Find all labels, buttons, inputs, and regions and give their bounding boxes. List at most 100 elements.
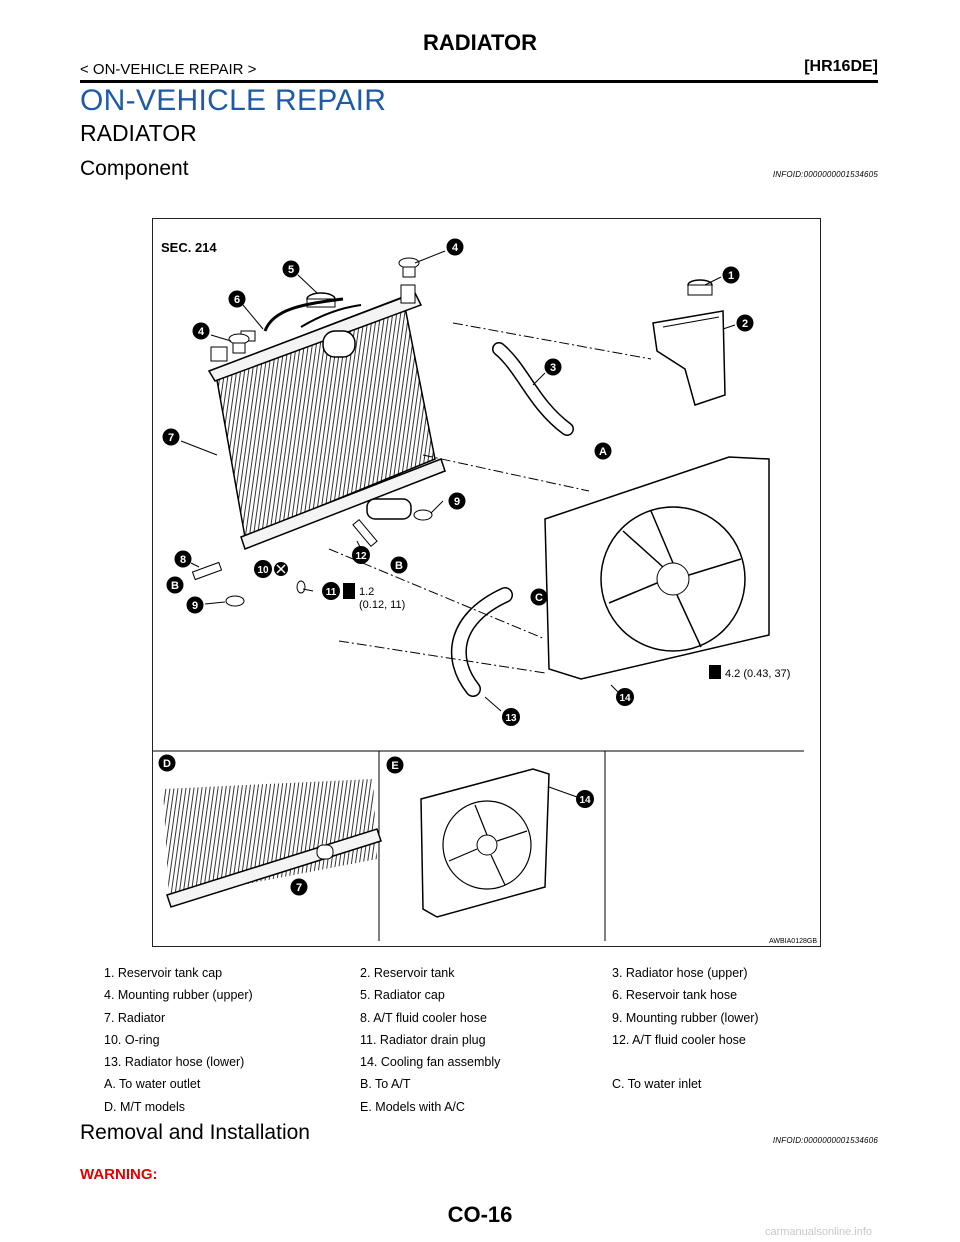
legend-item [612, 1055, 872, 1077]
svg-text:10: 10 [257, 565, 269, 576]
removal-heading: Removal and Installation [80, 1121, 310, 1144]
legend-item: A. To water outlet [104, 1077, 201, 1092]
at-fluid-cooler-hose-12 [352, 518, 378, 548]
callout-8: 8 [174, 550, 192, 568]
svg-text:A: A [599, 446, 607, 458]
callout-3: 3 [544, 358, 562, 376]
callout-13: 13 [502, 708, 520, 726]
reservoir-tank-2 [652, 310, 726, 406]
assembly-leader-lines [328, 322, 652, 674]
callout-5: 5 [282, 260, 300, 278]
callout-9-left: 9 [186, 596, 204, 614]
mounting-rubber-lower-9b [413, 509, 433, 521]
o-ring-10 [274, 562, 288, 576]
legend-row: 1. Reservoir tank cap 2. Reservoir tank … [104, 966, 884, 988]
svg-text:1.2: 1.2 [359, 586, 374, 598]
engine-code: [HR16DE] [804, 58, 878, 75]
page-header-title: RADIATOR [422, 30, 538, 55]
site-watermark: carmanualsonline.info [765, 1226, 873, 1238]
legend-item: 8. A/T fluid cooler hose [360, 1010, 487, 1025]
svg-text:4: 4 [198, 326, 205, 338]
component-diagram: SEC. 214 [152, 218, 821, 947]
callout-6: 6 [228, 290, 246, 308]
figure-code: AWBIA0128GB [769, 938, 817, 945]
legend-item: D. M/T models [104, 1099, 186, 1114]
legend-item: 6. Reservoir tank hose [612, 988, 738, 1003]
legend-item: 14. Cooling fan assembly [360, 1055, 501, 1070]
svg-text:12: 12 [355, 551, 367, 562]
callout-10: 10 [254, 560, 272, 578]
callout-7-inset: 7 [290, 878, 308, 896]
callout-7: 7 [162, 428, 180, 446]
callout-11: 11 [322, 582, 340, 600]
letter-a: A [594, 442, 612, 460]
inset-d-radiator [163, 779, 382, 908]
callout-4-upper-right: 4 [446, 238, 464, 256]
legend-row: 4. Mounting rubber (upper) 5. Radiator c… [104, 988, 884, 1010]
at-fluid-cooler-hose-8 [191, 561, 223, 581]
inset-e-fan [420, 768, 550, 918]
svg-text:B: B [171, 580, 179, 592]
reservoir-tank-cap-1 [687, 279, 713, 296]
radiator-7 [207, 284, 446, 550]
svg-text:C: C [535, 592, 543, 604]
legend-item: E. Models with A/C [360, 1099, 465, 1114]
legend-row: A. To water outlet B. To A/T C. To water… [104, 1077, 884, 1099]
torque-spec-drain-plug: 1.2 (0.12, 11) [343, 583, 405, 611]
legend-item: 1. Reservoir tank cap [104, 966, 223, 980]
chapter-heading: ON-VEHICLE REPAIR [80, 84, 387, 117]
diagram-svg: SEC. 214 [153, 238, 817, 945]
topic-heading: RADIATOR [80, 120, 197, 146]
svg-text:14: 14 [619, 693, 631, 704]
legend-item: 4. Mounting rubber (upper) [104, 988, 253, 1003]
legend-row: 10. O-ring 11. Radiator drain plug 12. A… [104, 1033, 884, 1055]
svg-text:9: 9 [192, 600, 198, 612]
svg-text:9: 9 [454, 496, 460, 508]
callout-9-right: 9 [448, 492, 466, 510]
warning-label: WARNING: [80, 1166, 158, 1183]
section-breadcrumb: < ON-VEHICLE REPAIR > [80, 61, 257, 78]
callout-14-inset: 14 [548, 786, 594, 808]
legend-item: 9. Mounting rubber (lower) [612, 1010, 759, 1025]
component-legend: 1. Reservoir tank cap 2. Reservoir tank … [104, 966, 884, 1122]
torque-spec-fan: 4.2 (0.43, 37) [709, 665, 790, 680]
svg-text:6: 6 [234, 294, 240, 306]
header-rule [80, 80, 878, 83]
legend-item: 7. Radiator [104, 1010, 166, 1025]
svg-text:5: 5 [288, 264, 294, 276]
sec-label: SEC. 214 [161, 240, 217, 255]
legend-item: 11. Radiator drain plug [360, 1032, 486, 1047]
callout-leaders [180, 250, 736, 712]
callout-4-left: 4 [192, 322, 210, 340]
letter-b-right: B [390, 556, 408, 574]
svg-text:2: 2 [742, 318, 748, 330]
mounting-rubber-lower-9a [225, 595, 245, 607]
letter-e: E [386, 756, 404, 774]
page-number: CO-16 [447, 1202, 513, 1227]
callout-1: 1 [722, 266, 740, 284]
component-heading: Component [80, 157, 189, 180]
svg-text:13: 13 [505, 713, 517, 724]
callout-14: 14 [616, 688, 634, 706]
callout-2: 2 [736, 314, 754, 332]
svg-text:B: B [395, 560, 403, 572]
removal-infoid: INFOID:0000000001534606 [772, 1136, 878, 1145]
letter-b-left: B [166, 576, 184, 594]
component-infoid: INFOID:0000000001534605 [772, 170, 878, 179]
svg-text:1: 1 [728, 270, 734, 282]
mounting-rubber-upper-4b [398, 257, 420, 278]
svg-text:4.2 (0.43, 37): 4.2 (0.43, 37) [725, 668, 790, 680]
svg-text:7: 7 [296, 882, 302, 894]
callout-12: 12 [352, 546, 370, 564]
legend-item: 10. O-ring [104, 1032, 160, 1047]
svg-text:14: 14 [579, 795, 591, 806]
svg-text:11: 11 [326, 587, 337, 598]
legend-item: 12. A/T fluid cooler hose [612, 1032, 746, 1047]
svg-text:7: 7 [168, 432, 174, 444]
svg-text:D: D [163, 758, 171, 770]
legend-row: 7. Radiator 8. A/T fluid cooler hose 9. … [104, 1011, 884, 1033]
radiator-drain-plug-11 [296, 580, 306, 594]
letter-c: C [530, 588, 548, 606]
svg-text:4: 4 [452, 242, 459, 254]
legend-item: 5. Radiator cap [360, 988, 445, 1003]
